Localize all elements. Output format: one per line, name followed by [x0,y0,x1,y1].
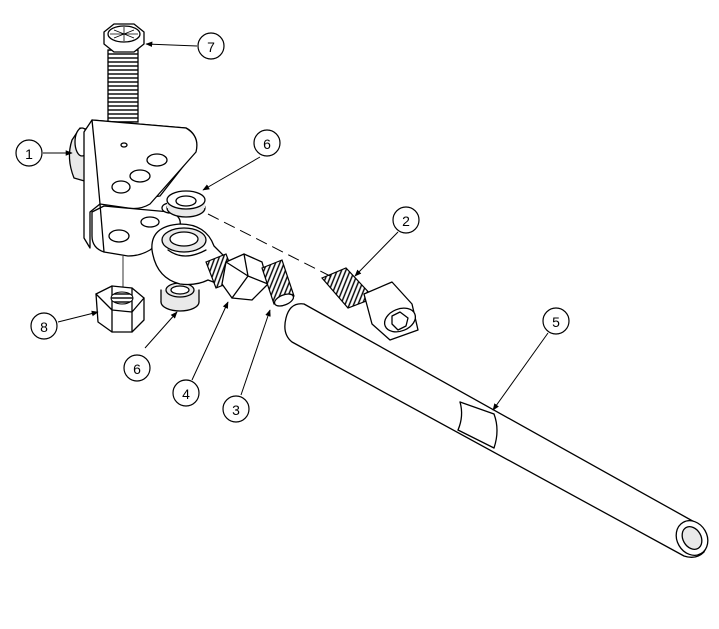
mounting-bracket-part-1 [68,119,198,290]
callout-4-label: 4 [182,386,190,402]
assembly-axis-line [207,213,335,279]
callout-4: 4 [172,379,200,407]
hex-bolt-part-7 [103,23,145,190]
callout-7-label: 7 [207,39,215,55]
rod-end-joint [151,223,237,289]
spacer-bushing-upper-part-6 [166,190,206,218]
tube-rod-part-5 [284,303,709,558]
callout-8: 8 [30,312,58,340]
threaded-stud-part-3 [261,259,295,307]
callout-2: 2 [392,206,420,234]
callout-6-upper: 6 [253,129,281,157]
callout-8-label: 8 [40,319,48,335]
callout-6-lower-label: 6 [133,361,141,377]
leader-lines [43,41,549,411]
callout-6-upper-label: 6 [263,136,271,152]
callout-5-label: 5 [552,314,560,330]
callout-5: 5 [542,307,570,335]
callout-2-label: 2 [402,213,410,229]
jam-nut-part-4 [221,253,269,301]
callout-3-label: 3 [232,402,240,418]
callout-3: 3 [222,395,250,423]
callout-1: 1 [15,139,43,167]
hex-nut-part-8 [95,285,145,333]
callout-1-label: 1 [25,146,33,162]
socket-cap-screw-part-2 [321,267,419,341]
spacer-bushing-lower-part-6 [160,282,200,312]
callout-6-lower: 6 [123,354,151,382]
callout-7: 7 [197,32,225,60]
